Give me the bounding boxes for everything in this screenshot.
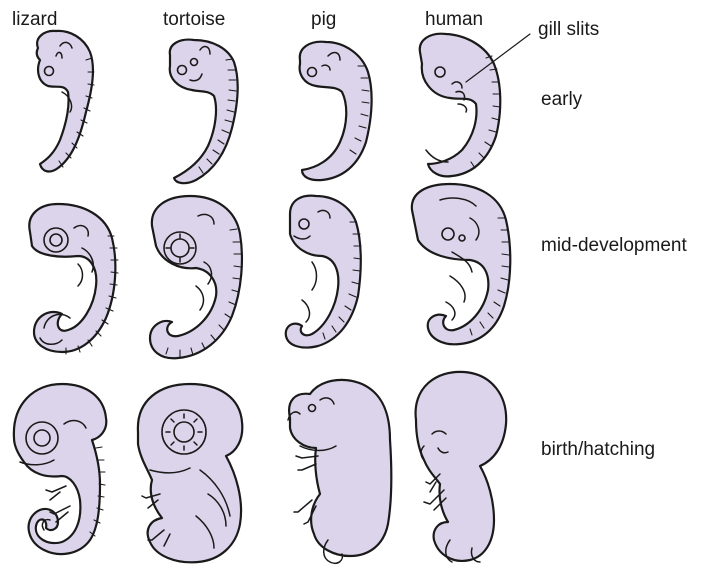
human-mid-embryo: [412, 184, 510, 344]
pig-newborn: [288, 380, 391, 563]
human-newborn: [416, 372, 507, 562]
lizard-early-embryo: [37, 31, 94, 172]
human-early-embryo: [420, 34, 500, 177]
tortoise-early-embryo: [170, 40, 238, 184]
pig-early-embryo: [300, 42, 372, 180]
tortoise-mid-embryo: [150, 196, 242, 358]
pig-mid-embryo: [286, 196, 361, 348]
lizard-hatchling: [14, 384, 106, 554]
tortoise-hatchling: [138, 384, 242, 562]
lizard-mid-embryo: [29, 204, 118, 354]
